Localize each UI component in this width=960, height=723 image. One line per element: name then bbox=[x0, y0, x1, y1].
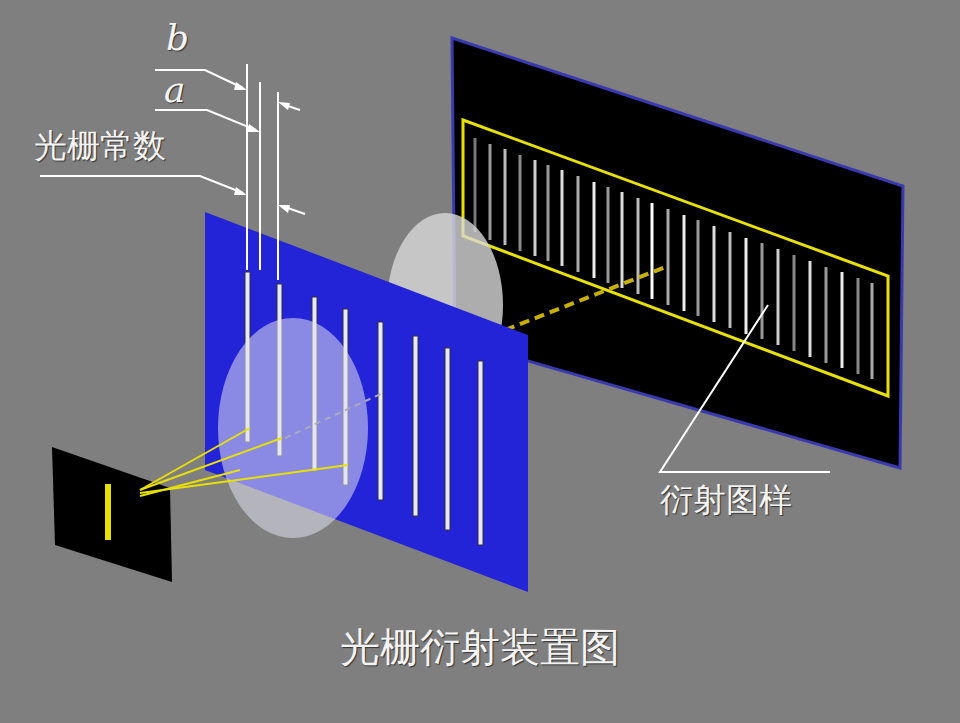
dimension-label: a bbox=[164, 70, 185, 110]
light-beam bbox=[505, 266, 668, 330]
source-slit-plate bbox=[52, 447, 172, 582]
lens bbox=[218, 318, 368, 538]
caption: 光栅衍射装置图 bbox=[340, 625, 620, 669]
dimension-label: b bbox=[166, 18, 189, 58]
arrowheads bbox=[234, 82, 290, 213]
dimension-lines bbox=[40, 64, 305, 280]
dimension-label: 光栅常数 bbox=[34, 128, 166, 164]
leader-line bbox=[660, 305, 830, 472]
source-slit bbox=[105, 484, 111, 540]
grating bbox=[205, 212, 528, 592]
axis bbox=[285, 392, 385, 438]
light-rays bbox=[140, 428, 348, 496]
callout-label: 衍射图样 bbox=[660, 482, 792, 518]
diffraction-pattern bbox=[475, 138, 872, 379]
